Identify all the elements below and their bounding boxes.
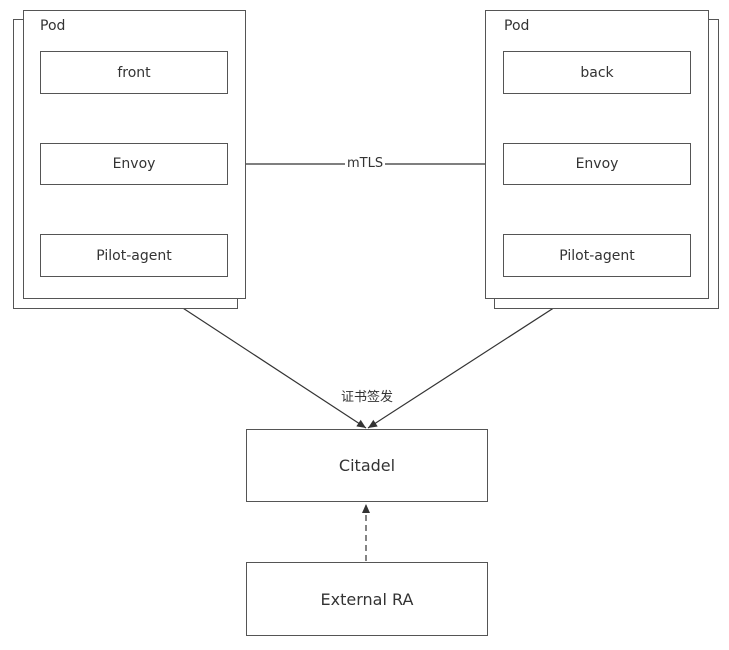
right-envoy-box: Envoy [503, 143, 691, 185]
left-pilot-agent-box: Pilot-agent [40, 234, 228, 277]
left-pod-label: Pod [40, 18, 66, 34]
mtls-label: mTLS [345, 156, 386, 171]
right-pilot-agent-box: Pilot-agent [503, 234, 691, 277]
citadel-box: Citadel [246, 429, 488, 502]
right-pod-label: Pod [504, 18, 530, 34]
front-service-box: front [40, 51, 228, 94]
back-service-box: back [503, 51, 691, 94]
left-envoy-box: Envoy [40, 143, 228, 185]
external-ra-box: External RA [246, 562, 488, 636]
cert-issuance-label: 证书签发 [339, 386, 396, 405]
